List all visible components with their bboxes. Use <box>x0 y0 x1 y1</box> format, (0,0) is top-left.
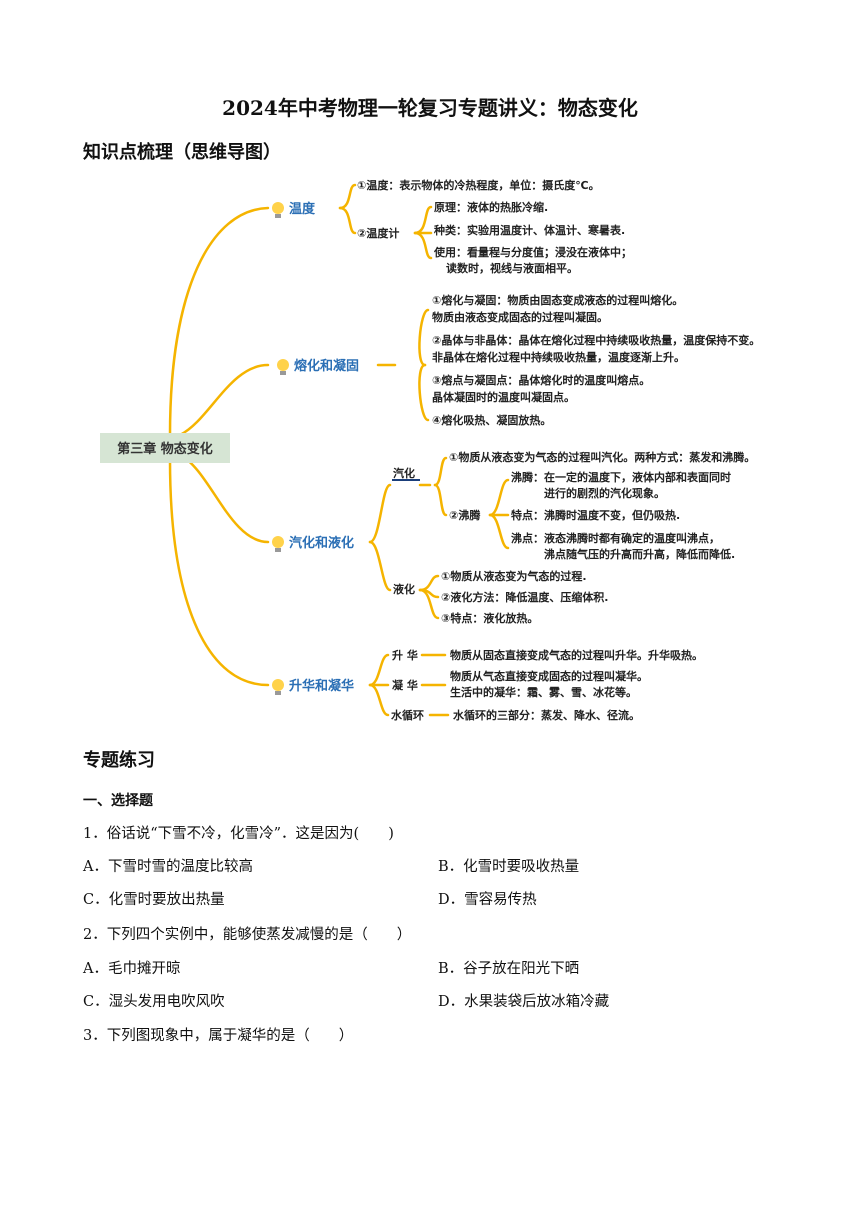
sublim-s3k: 水循环 <box>391 708 424 722</box>
vapor-q1: ①物质从液态变为气态的过程叫汽化。两种方式：蒸发和沸腾。 <box>449 450 755 464</box>
question-1-option-c: C．化雪时要放出热量 <box>83 892 225 908</box>
melt-l5: ③熔点与凝固点：晶体熔化时的温度叫熔点。 <box>432 373 650 387</box>
vapor-b2: 特点：沸腾时温度不变，但仍吸热. <box>511 508 680 522</box>
root-label: 第三章 物态变化 <box>117 441 213 457</box>
melt-l3: ②晶体与非晶体：晶体在熔化过程中持续吸收热量，温度保持不变。 <box>432 333 760 347</box>
mind-map: 第三章 物态变化 温度 熔化和凝固 汽化和液化 升华和凝华 ①温度：表示物体的冷… <box>100 178 760 722</box>
question-1-stem: 1．俗话说“下雪不冷，化雪冷”．这是因为( ) <box>83 826 394 842</box>
question-2-option-a: A．毛巾摊开晾 <box>83 961 181 977</box>
temp-item1: ①温度：表示物体的冷热程度，单位：摄氏度℃。 <box>357 178 600 192</box>
page-title: 2024年中考物理一轮复习专题讲义：物态变化 <box>222 96 638 120</box>
melt-l6: 晶体凝固时的温度叫凝固点。 <box>432 390 575 404</box>
question-1-option-a: A．下雪时雪的温度比较高 <box>83 859 253 875</box>
root-node <box>100 433 230 463</box>
branch-temp: 温度 <box>289 201 316 217</box>
sublim-s1k: 升 华 <box>392 648 418 662</box>
question-1-option-b: B．化雪时要吸收热量 <box>438 859 580 875</box>
vapor-y2: ②液化方法：降低温度、压缩体积. <box>441 590 609 604</box>
branch-melt: 熔化和凝固 <box>294 358 359 374</box>
bulb-icon <box>272 679 284 695</box>
branch-sublim: 升华和凝华 <box>289 678 354 694</box>
sublim-s2b: 生活中的凝华：霜、雾、雪、冰花等。 <box>450 685 637 699</box>
question-2-option-d: D．水果装袋后放冰箱冷藏 <box>438 994 610 1010</box>
vapor-b3a: 沸点：液态沸腾时都有确定的温度叫沸点， <box>511 531 720 545</box>
melt-l4: 非晶体在熔化过程中持续吸收热量，温度逐渐上升。 <box>432 350 685 364</box>
question-2-option-c: C．湿头发用电吹风吹 <box>83 994 225 1010</box>
vapor-yehua: 液化 <box>393 582 415 596</box>
sublim-s3: 水循环的三部分：蒸发、降水、径流。 <box>453 708 640 722</box>
vapor-q2: ②沸腾 <box>449 508 481 522</box>
question-2-stem: 2．下列四个实例中，能够使蒸发减慢的是（ ） <box>83 927 412 943</box>
question-1-option-d: D．雪容易传热 <box>438 892 537 908</box>
question-3-stem: 3．下列图现象中，属于凝华的是（ ） <box>83 1028 354 1044</box>
sublim-s2k: 凝 华 <box>392 678 418 692</box>
temp-item2: ②温度计 <box>357 226 399 240</box>
vapor-b1a: 沸腾：在一定的温度下，液体内部和表面同时 <box>511 470 731 484</box>
section-exercise-heading: 专题练习 <box>83 750 155 771</box>
bulb-icon <box>272 202 284 218</box>
temp-sub3a: 使用：看量程与分度值；浸没在液体中； <box>433 245 632 259</box>
section-mindmap-heading: 知识点梳理（思维导图） <box>83 142 281 163</box>
sublim-s1: 物质从固态直接变成气态的过程叫升华。升华吸热。 <box>450 648 703 662</box>
sublim-s2a: 物质从气态直接变成固态的过程叫凝华。 <box>450 669 648 683</box>
vapor-y3: ③特点：液化放热。 <box>441 611 538 625</box>
bulb-icon <box>277 359 289 375</box>
vapor-y1: ①物质从液态变为气态的过程. <box>441 569 587 583</box>
vapor-qihua: 汽化 <box>393 466 415 480</box>
branch-vapor: 汽化和液化 <box>289 535 354 551</box>
vapor-b3b: 沸点随气压的升高而升高，降低而降低. <box>544 547 735 561</box>
bulb-icon <box>272 536 284 552</box>
temp-sub3b: 读数时，视线与液面相平。 <box>446 261 578 275</box>
melt-l2: 物质由液态变成固态的过程叫凝固。 <box>432 310 608 324</box>
vapor-b1b: 进行的剧烈的汽化现象。 <box>544 486 665 500</box>
melt-l1: ①熔化与凝固：物质由固态变成液态的过程叫熔化。 <box>432 293 683 307</box>
melt-l7: ④熔化吸热、凝固放热。 <box>432 413 551 427</box>
temp-sub1: 原理：液体的热胀冷缩. <box>434 200 548 214</box>
question-2-option-b: B．谷子放在阳光下晒 <box>438 961 580 977</box>
part-heading: 一、选择题 <box>83 793 153 809</box>
temp-sub2: 种类：实验用温度计、体温计、寒暑表. <box>433 223 625 237</box>
